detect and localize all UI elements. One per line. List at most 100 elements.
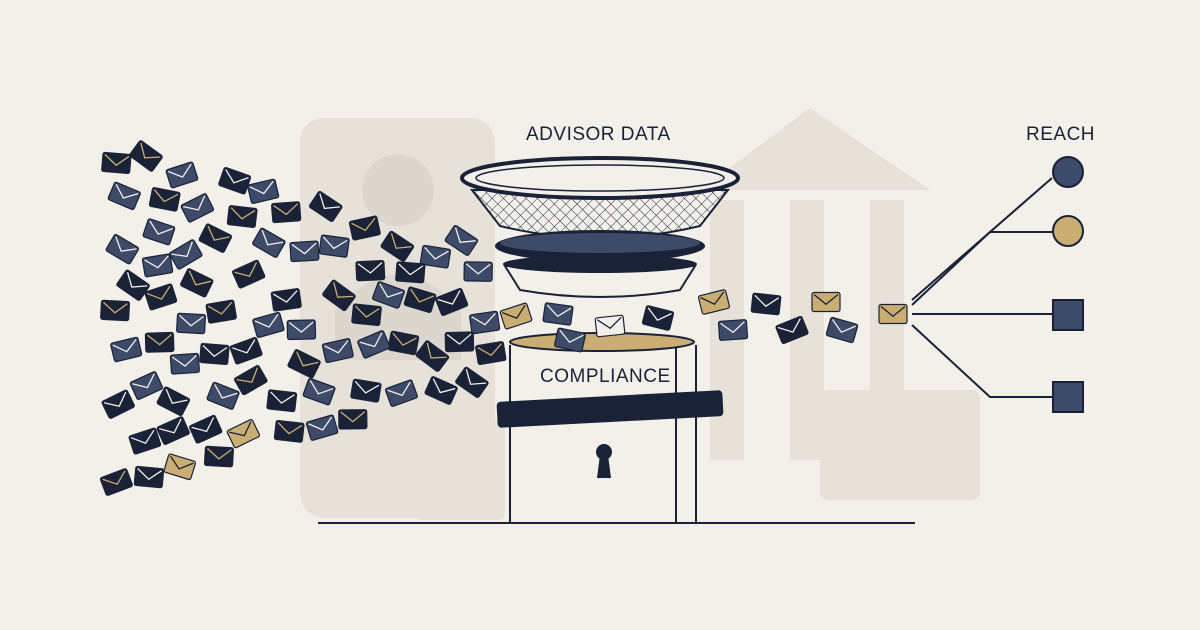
envelope-icon: [419, 244, 452, 269]
envelope-icon: [775, 315, 809, 345]
sieve-icon: [460, 156, 740, 298]
compliance-seal-strap: [496, 390, 724, 428]
envelope-icon: [302, 377, 336, 406]
envelope-icon: [169, 239, 203, 270]
reach-network: [911, 177, 1053, 398]
envelope-icon: [105, 234, 140, 265]
reach-node-square: [1052, 381, 1084, 413]
envelope-icon: [750, 292, 782, 316]
envelope-icon: [318, 234, 350, 258]
envelope-icon: [110, 336, 143, 363]
envelope-icon: [266, 389, 298, 413]
envelope-icon: [351, 303, 382, 327]
envelope-icon: [148, 187, 181, 212]
envelope-icon: [321, 338, 354, 364]
envelope-icon: [308, 191, 343, 222]
envelope-icon: [455, 366, 489, 399]
envelope-icon: [156, 416, 190, 445]
envelope-icon: [165, 161, 199, 189]
envelope-icon: [287, 349, 321, 379]
envelope-icon: [133, 465, 165, 489]
envelope-icon: [475, 341, 507, 365]
envelope-icon: [252, 311, 285, 338]
envelope-icon: [205, 299, 237, 324]
envelope-icon: [101, 389, 135, 419]
envelope-icon: [395, 261, 426, 284]
envelope-icon: [156, 386, 191, 417]
envelope-icon: [234, 365, 268, 396]
envelope-icon: [180, 193, 215, 223]
envelope-icon: [305, 414, 339, 441]
envelope-icon: [218, 167, 252, 195]
envelope-icon: [387, 330, 420, 356]
envelope-icon: [163, 453, 197, 481]
envelope-icon: [229, 336, 263, 365]
envelope-icon: [198, 223, 233, 253]
envelope-icon: [270, 288, 302, 312]
advisor-data-label: ADVISOR DATA: [526, 124, 671, 145]
compliance-label: COMPLIANCE: [540, 366, 671, 387]
envelope-icon: [594, 314, 626, 338]
envelope-icon: [499, 302, 533, 330]
envelope-icon: [169, 352, 200, 375]
envelope-icon: [338, 409, 368, 430]
watermark-person-head: [362, 154, 434, 226]
envelope-icon: [435, 287, 469, 316]
envelope-icon: [357, 330, 391, 359]
envelope-icon: [385, 379, 418, 407]
envelope-icon: [144, 283, 178, 311]
envelope-icon: [129, 140, 163, 172]
envelope-icon: [463, 261, 493, 282]
envelope-icon: [99, 468, 133, 496]
envelope-icon: [554, 327, 586, 353]
envelope-icon: [542, 302, 574, 326]
reach-line: [911, 231, 1052, 306]
envelope-icon: [176, 312, 207, 335]
envelope-icon: [444, 331, 475, 353]
envelope-icon: [116, 269, 150, 301]
envelope-icon: [128, 427, 162, 455]
watermark-briefcase: [820, 390, 980, 500]
envelope-icon: [180, 268, 214, 298]
envelope-icon: [348, 215, 381, 241]
envelope-icon: [199, 342, 230, 366]
watermark-block: [415, 420, 505, 520]
envelope-icon: [100, 299, 131, 322]
envelope-icon: [469, 310, 501, 335]
envelope-icon: [144, 331, 175, 353]
envelope-icon: [203, 445, 234, 468]
compliance-box: [496, 332, 724, 524]
reach-label: REACH: [1026, 124, 1096, 145]
envelope-swarm: [99, 140, 908, 496]
envelope-icon: [322, 279, 356, 312]
reach-node-circle: [1052, 156, 1084, 188]
envelope-icon: [825, 316, 859, 344]
envelope-icon: [415, 340, 450, 372]
envelope-icon: [226, 205, 258, 228]
envelope-icon: [107, 181, 141, 211]
reach-line: [911, 324, 1052, 398]
reach-node-circle: [1052, 215, 1084, 247]
envelope-icon: [350, 378, 382, 403]
envelope-icon: [811, 291, 841, 313]
envelope-icon: [273, 419, 305, 443]
envelope-icon: [226, 419, 261, 449]
watermark-bank-roof: [700, 108, 930, 190]
envelope-icon: [355, 260, 386, 282]
keyhole-icon: [596, 444, 612, 478]
envelope-icon: [372, 281, 405, 309]
envelope-icon: [697, 289, 731, 315]
envelope-icon: [101, 151, 132, 175]
envelope-icon: [878, 303, 908, 325]
envelope-icon: [232, 259, 266, 289]
envelope-icon: [141, 253, 174, 278]
envelope-icon: [189, 414, 223, 444]
envelope-icon: [717, 319, 749, 341]
envelope-icon: [424, 376, 458, 405]
envelope-icon: [206, 381, 240, 410]
envelope-icon: [142, 218, 176, 246]
envelope-icon: [289, 240, 320, 263]
envelope-icon: [129, 371, 164, 401]
